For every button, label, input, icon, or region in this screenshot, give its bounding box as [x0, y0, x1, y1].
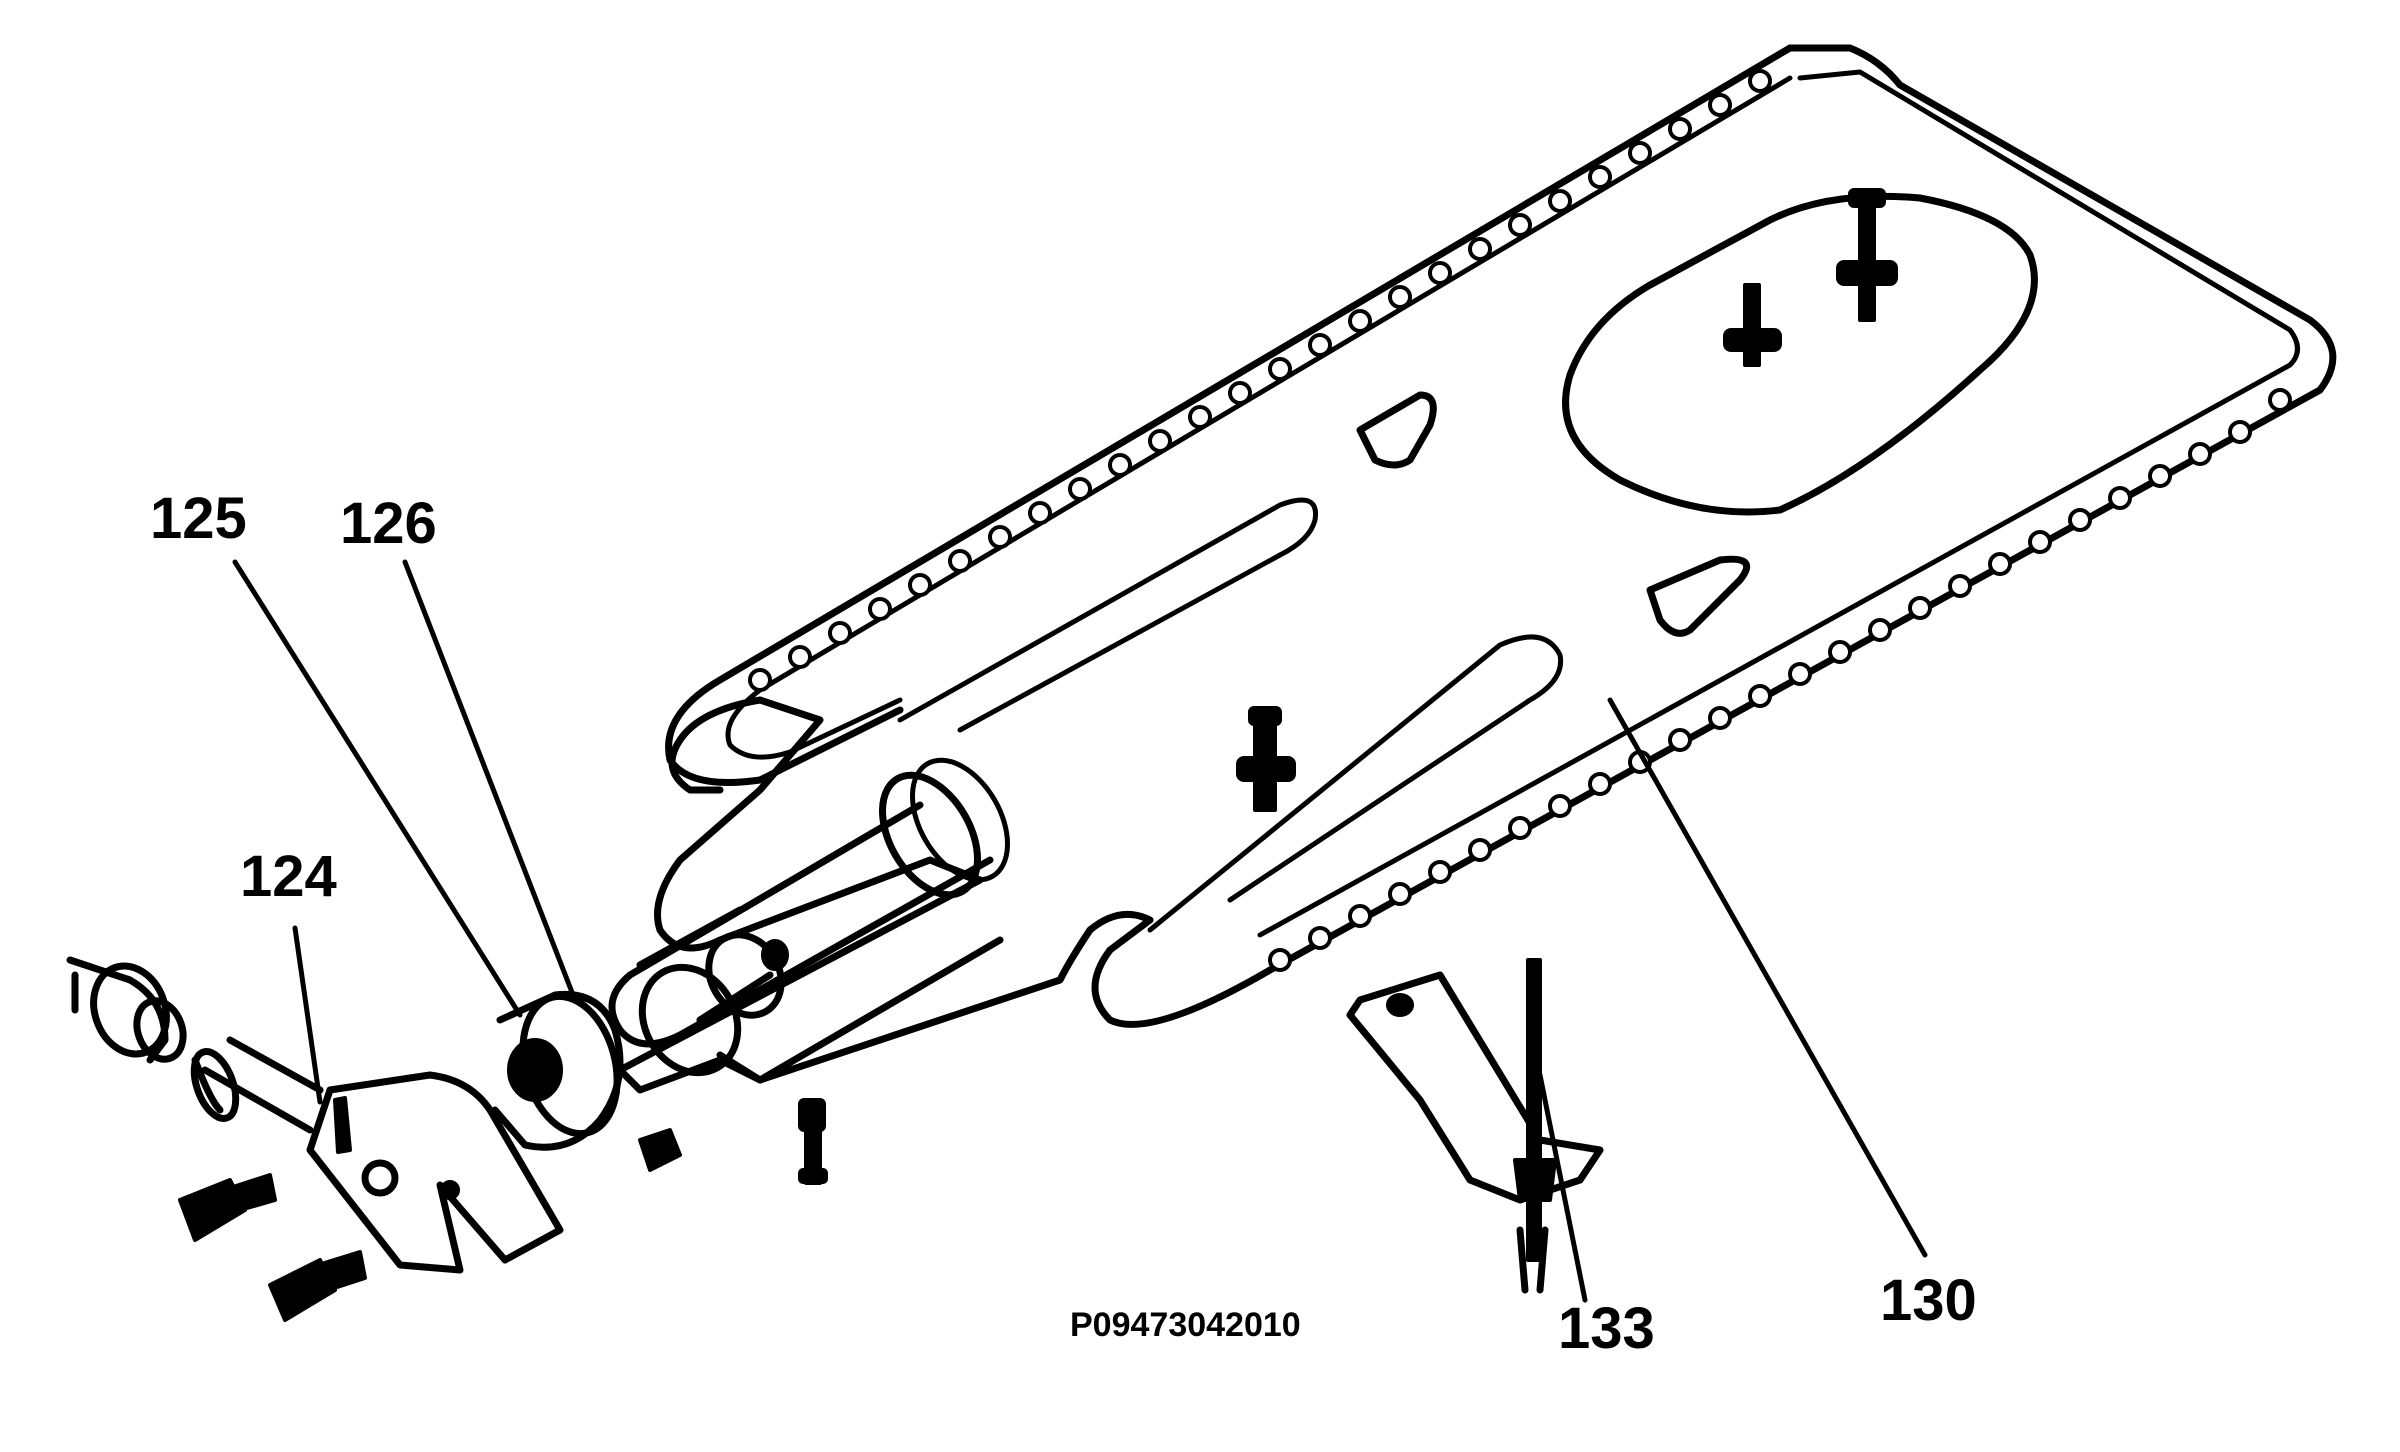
callout-124: 124 [240, 844, 337, 909]
mounting-bracket-124 [306, 1071, 564, 1274]
leader-130 [1607, 697, 1928, 1258]
slot-lower [1147, 634, 1564, 933]
burner-ports-upper [748, 69, 1772, 692]
callout-130: 130 [1880, 1268, 1977, 1333]
vent-triangle-2 [1646, 555, 1751, 637]
stud-bolt-2 [1836, 188, 1898, 322]
gas-inlet-125 [66, 956, 324, 1134]
injector-holder-126 [491, 990, 682, 1172]
venturi-tube [608, 757, 1010, 1084]
leader-133 [1537, 1072, 1588, 1303]
slot-upper [897, 497, 1319, 733]
oval-plate [1562, 192, 2038, 516]
leader-124 [292, 925, 323, 1105]
screw-small [798, 1098, 828, 1185]
burner-plate-130 [616, 44, 2337, 1094]
stud-bolt-1 [1723, 283, 1782, 367]
callout-125: 125 [150, 486, 247, 551]
burner-ports-lower [1268, 388, 2292, 972]
screw-left-2 [268, 1250, 367, 1322]
vent-triangle-1 [1356, 391, 1437, 469]
center-stud [1236, 706, 1296, 812]
drawing-code: P09473042010 [1070, 1306, 1301, 1344]
screw-left-1 [178, 1173, 277, 1242]
callout-126: 126 [340, 491, 437, 556]
leader-126 [402, 559, 578, 1003]
leader-125 [232, 559, 523, 1018]
callout-133: 133 [1558, 1296, 1655, 1361]
electrode-bracket-133 [1346, 958, 1604, 1294]
